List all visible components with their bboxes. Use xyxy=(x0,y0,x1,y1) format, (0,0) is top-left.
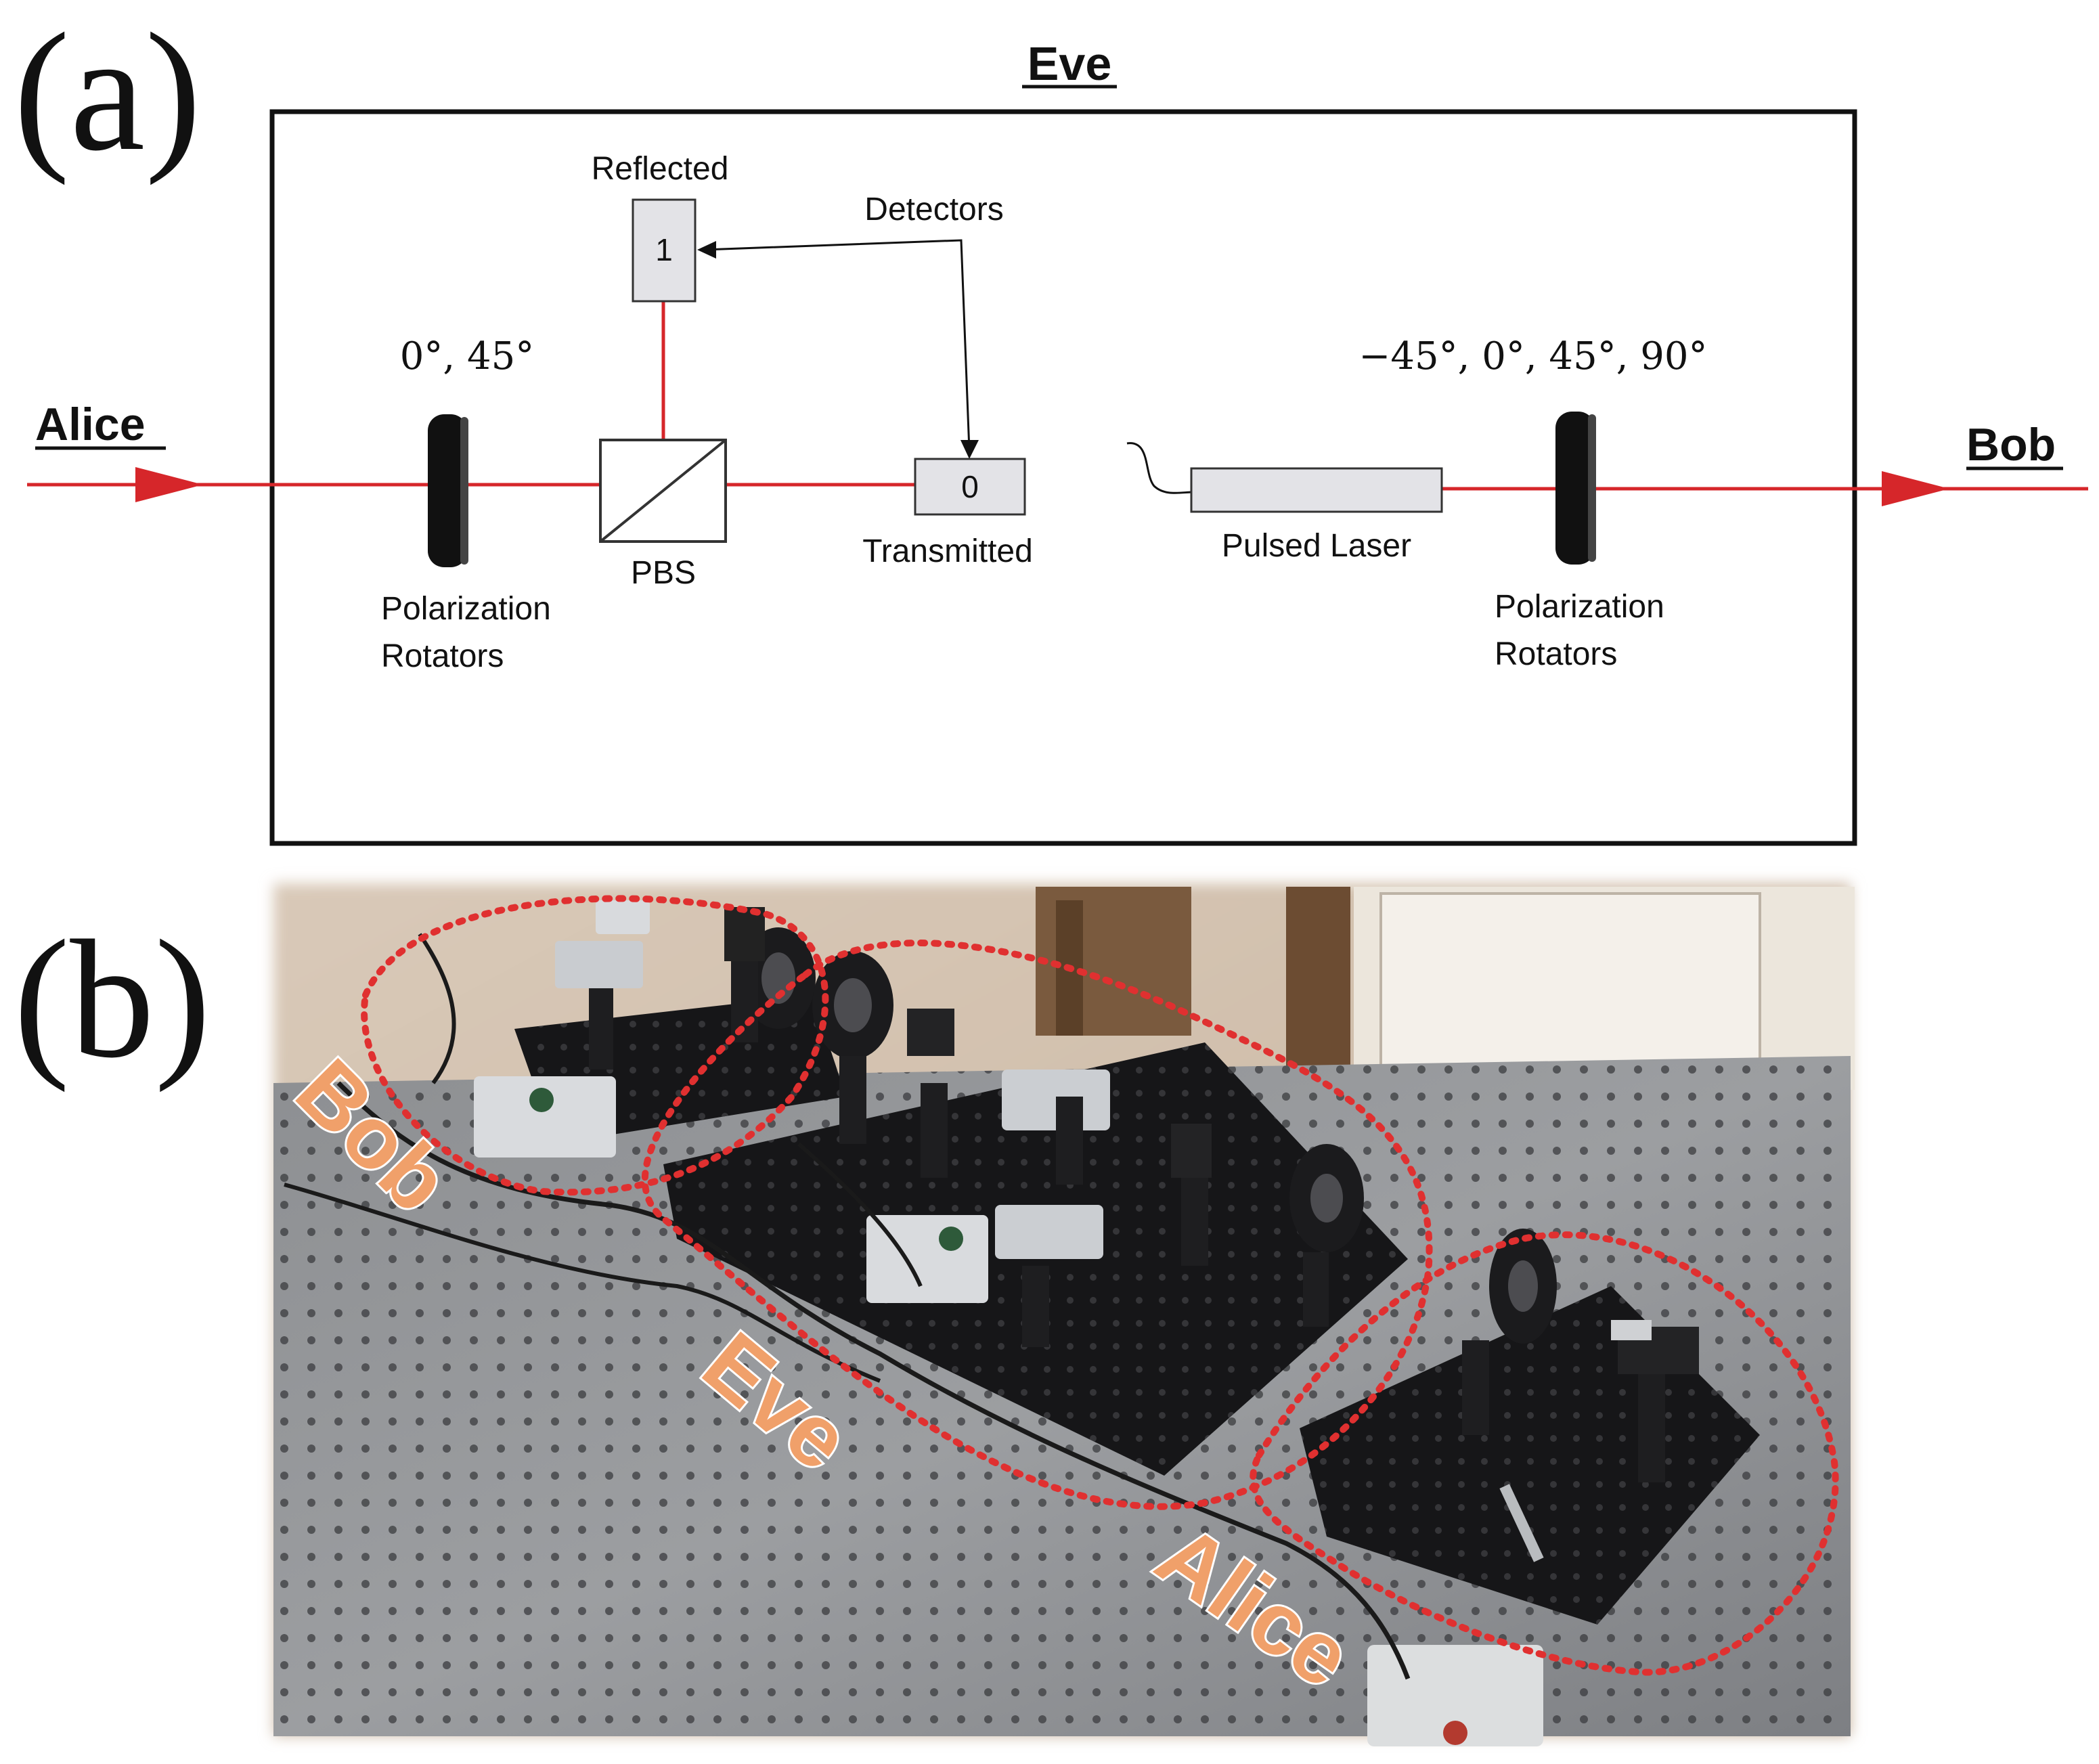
panel-b-label: (b) xyxy=(14,906,211,1093)
pulsed-laser-label: Pulsed Laser xyxy=(1222,528,1411,564)
bob-label: Bob xyxy=(1966,419,2056,470)
angles-left: 0°, 45° xyxy=(400,334,535,378)
arrow-bob xyxy=(1882,471,1949,506)
detector-transmitted xyxy=(914,458,1026,516)
arrow-alice xyxy=(135,467,203,502)
bob-outline xyxy=(361,895,829,1196)
rotators-right-line1: Polarization xyxy=(1495,589,1664,625)
rotators-right-line2: Rotators xyxy=(1495,636,1617,672)
panel-a-label: (a) xyxy=(14,0,201,186)
eve-title: Eve xyxy=(1028,37,1112,90)
alice-label: Alice xyxy=(35,399,146,450)
detector-reflected xyxy=(632,198,697,303)
lab-photo xyxy=(273,883,1855,1746)
angles-right: −45°, 0°, 45°, 90° xyxy=(1358,334,1707,378)
rotators-left-line1: Polarization xyxy=(381,591,551,627)
eve-box xyxy=(269,109,1857,846)
pbs-label: PBS xyxy=(631,555,696,591)
detector-reflected-value: 1 xyxy=(655,232,673,267)
laser-cable xyxy=(1126,442,1192,494)
alice-outline xyxy=(1250,1231,1839,1676)
rotator-left-rim xyxy=(460,417,468,565)
detectors-connector xyxy=(703,239,971,451)
eve-outline xyxy=(642,940,1433,1510)
transmitted-label: Transmitted xyxy=(862,533,1033,569)
detector-transmitted-value: 0 xyxy=(961,469,979,504)
rotator-left xyxy=(428,414,467,567)
rotators-left-line2: Rotators xyxy=(381,638,504,674)
rotator-right xyxy=(1555,412,1595,565)
arrowhead-to-transmitted xyxy=(960,440,979,459)
reflected-label: Reflected xyxy=(592,151,729,187)
arrowhead-to-reflected xyxy=(697,241,716,259)
detectors-label: Detectors xyxy=(864,192,1003,227)
rotator-right-rim xyxy=(1588,414,1596,562)
pulsed-laser xyxy=(1190,467,1443,513)
pbs-diagonal xyxy=(599,439,727,543)
